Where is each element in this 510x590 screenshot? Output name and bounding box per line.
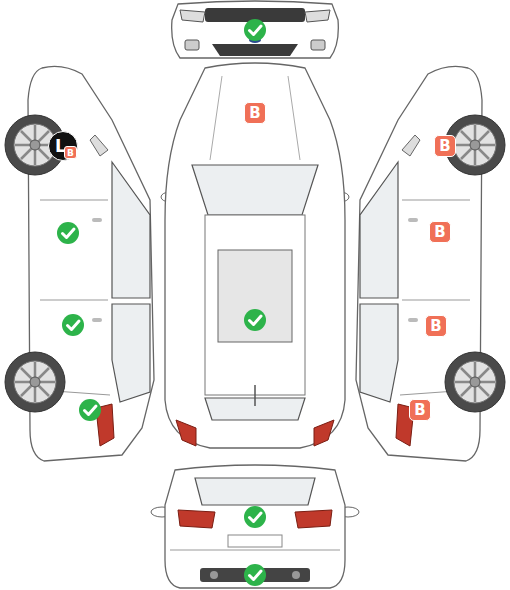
check-mark <box>57 19 266 586</box>
damage-badge: B <box>409 399 431 421</box>
car-part <box>170 550 340 551</box>
badge-letter: B <box>67 148 74 158</box>
car-part <box>178 510 215 528</box>
car-part <box>5 66 154 461</box>
car-part <box>244 564 266 586</box>
damage-badge: B <box>244 102 266 124</box>
car-part <box>57 222 79 244</box>
car-part <box>228 535 282 547</box>
damage-badge: B <box>429 221 451 243</box>
car-part <box>180 10 205 22</box>
car-part <box>295 510 332 528</box>
right-side-view <box>356 66 505 461</box>
front-view <box>172 1 339 58</box>
car-part <box>195 478 315 505</box>
car-part <box>210 571 218 579</box>
car-part <box>176 420 196 446</box>
car-part <box>244 506 266 528</box>
car-part <box>212 44 298 56</box>
top-view <box>161 63 349 448</box>
damage-badge: B <box>425 315 447 337</box>
badge-letter: B <box>434 223 445 241</box>
car-part <box>218 250 292 342</box>
badge-letter: B <box>430 317 441 335</box>
badge-letter: B <box>439 137 450 155</box>
rear-view <box>151 465 359 588</box>
car-part <box>305 10 330 22</box>
car-part <box>210 76 300 160</box>
car-part <box>62 314 84 336</box>
car-part <box>356 66 505 461</box>
car-part <box>192 165 318 215</box>
left-side-view <box>5 66 154 461</box>
car-part <box>165 465 345 588</box>
car-part <box>185 40 199 50</box>
car-part <box>314 420 334 446</box>
car-part <box>165 63 345 448</box>
car-part <box>254 385 256 406</box>
badge-letter: B <box>414 401 425 419</box>
car-part <box>205 215 305 395</box>
mini-badge: B <box>64 146 77 159</box>
car-part <box>172 1 339 58</box>
car-part <box>244 19 266 41</box>
car-part <box>79 399 101 421</box>
car-part <box>292 571 300 579</box>
car-part <box>311 40 325 50</box>
car-part <box>244 309 266 331</box>
label-badge: LB <box>48 131 78 161</box>
badge-letter: B <box>249 104 260 122</box>
damage-badge: B <box>434 135 456 157</box>
